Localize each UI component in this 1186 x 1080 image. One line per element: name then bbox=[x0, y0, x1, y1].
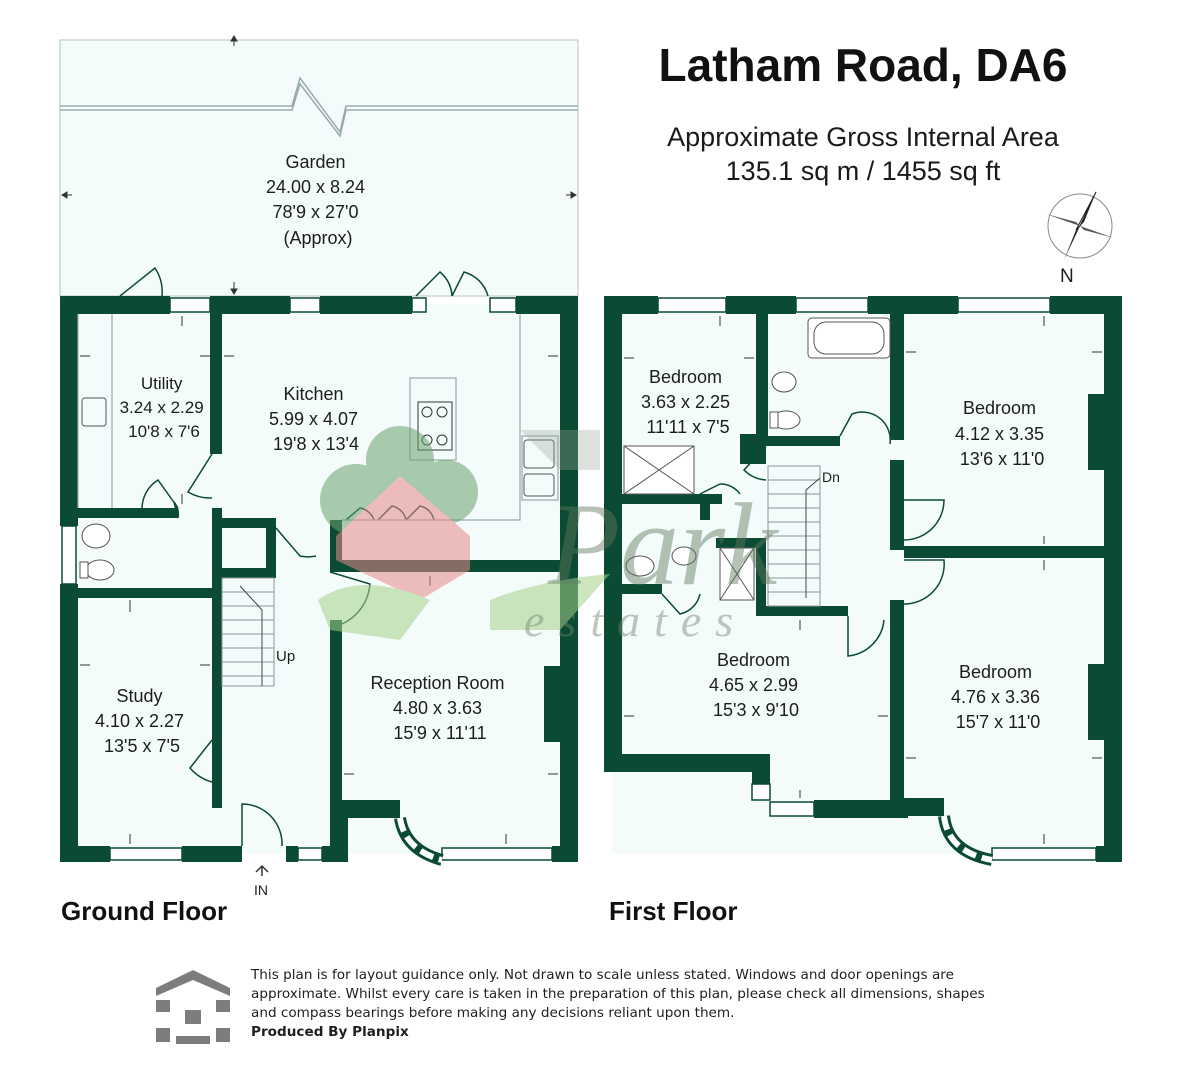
svg-text:Bedroom 4.65 x 2.99 15: Bedroom 4.65 x 2.99 15'3 x 9'10 bbox=[709, 650, 803, 720]
svg-text:Bedroom 4.12 x 3.35 13: Bedroom 4.12 x 3.35 13'6 x 11'0 bbox=[955, 398, 1049, 469]
bedroom-rear-right-name: Bedroom bbox=[963, 398, 1036, 418]
bedroom-front-left-metric: 4.65 x 2.99 bbox=[709, 675, 798, 695]
watermark-word-2: estates bbox=[524, 595, 747, 646]
bedroom-small-imperial: 11'11 x 7'5 bbox=[646, 417, 729, 437]
ground-floor-label: Ground Floor bbox=[61, 896, 228, 926]
bedroom-rear-right-imperial: 13'6 x 11'0 bbox=[960, 449, 1045, 469]
stairs-down-label: Dn bbox=[822, 469, 840, 485]
planpix-logo-icon bbox=[156, 970, 230, 1044]
svg-text:Bedroom 4.76 x 3.36 15: Bedroom 4.76 x 3.36 15'7 x 11'0 bbox=[951, 662, 1045, 732]
sink-icon bbox=[81, 397, 555, 497]
bedroom-front-right-metric: 4.76 x 3.36 bbox=[951, 687, 1040, 707]
bedroom-front-left-name: Bedroom bbox=[717, 650, 790, 670]
bedroom-small-metric: 3.63 x 2.25 bbox=[641, 392, 730, 412]
ground-floor-plan bbox=[60, 266, 578, 876]
bedroom-front-left-imperial: 15'3 x 9'10 bbox=[713, 700, 799, 720]
kitchen-metric: 5.99 x 4.07 bbox=[269, 409, 358, 429]
utility-name: Utility bbox=[141, 374, 183, 393]
bedroom-front-right-name: Bedroom bbox=[959, 662, 1032, 682]
bedroom-rear-right-metric: 4.12 x 3.35 bbox=[955, 424, 1044, 444]
entrance-label: IN bbox=[254, 882, 268, 898]
watermark-logo bbox=[318, 426, 610, 640]
study-imperial: 13'5 x 7'5 bbox=[104, 736, 180, 756]
area-label: Approximate Gross Internal Area bbox=[667, 122, 1059, 152]
disclaimer-text: This plan is for layout guidance only. N… bbox=[251, 967, 985, 1021]
study-name: Study bbox=[116, 686, 162, 706]
area-value: 135.1 sq m / 1455 sq ft bbox=[725, 156, 1001, 186]
garden-imperial: 78'9 x 27'0 bbox=[273, 202, 359, 222]
garden-note: (Approx) bbox=[283, 228, 352, 248]
toilet-icon bbox=[79, 523, 115, 581]
svg-text:Bedroom 3.63 x 2.25 11: Bedroom 3.63 x 2.25 11'11 x 7'5 bbox=[641, 367, 735, 437]
reception-name: Reception Room bbox=[370, 673, 504, 693]
garden-dimension-arrows bbox=[61, 35, 577, 295]
svg-text:Study 4.10 x 2.27 13'5: Study 4.10 x 2.27 13'5 x 7'5 bbox=[95, 686, 189, 756]
stairs-down bbox=[767, 465, 821, 607]
stairs-up-label: Up bbox=[276, 648, 295, 665]
gross-internal-area: Approximate Gross Internal Area 135.1 sq… bbox=[600, 120, 1126, 188]
svg-text:Reception Room 4.80 x 3.63: Reception Room 4.80 x 3.63 15'9 x 11'11 bbox=[370, 673, 509, 743]
reception-metric: 4.80 x 3.63 bbox=[393, 698, 482, 718]
svg-text:Garden 24.00 x 8.24 78: Garden 24.00 x 8.24 78'9 x 27'0 (Approx) bbox=[266, 152, 370, 248]
first-floor-label: First Floor bbox=[609, 896, 738, 926]
bath-icon bbox=[807, 317, 891, 359]
compass-north-label: N bbox=[1060, 266, 1074, 287]
svg-text:Utility 3.24 x 2.29 10: Utility 3.24 x 2.29 10'8 x 7'6 bbox=[120, 374, 209, 441]
watermark-word-1: Park bbox=[547, 479, 780, 610]
garden-area bbox=[59, 35, 579, 297]
disclaimer: This plan is for layout guidance only. N… bbox=[251, 966, 1011, 1042]
kitchen-name: Kitchen bbox=[283, 384, 343, 404]
compass-icon bbox=[1046, 191, 1114, 260]
garden-metric: 24.00 x 8.24 bbox=[266, 177, 365, 197]
study-metric: 4.10 x 2.27 bbox=[95, 711, 184, 731]
bedroom-small-name: Bedroom bbox=[649, 367, 722, 387]
entrance-arrow bbox=[255, 864, 269, 876]
svg-text:Kitchen 5.99 x 4.07 19: Kitchen 5.99 x 4.07 19'8 x 13'4 bbox=[269, 384, 363, 454]
reception-imperial: 15'9 x 11'11 bbox=[393, 723, 486, 743]
utility-metric: 3.24 x 2.29 bbox=[120, 398, 204, 417]
garden-name: Garden bbox=[285, 152, 345, 172]
bedroom-front-right-imperial: 15'7 x 11'0 bbox=[956, 712, 1041, 732]
produced-by: Produced By Planpix bbox=[251, 1024, 409, 1040]
stairs-up bbox=[221, 577, 275, 687]
first-floor-plan bbox=[604, 296, 1122, 866]
kitchen-imperial: 19'8 x 13'4 bbox=[273, 434, 359, 454]
utility-imperial: 10'8 x 7'6 bbox=[128, 422, 200, 441]
page-title: Latham Road, DA6 bbox=[658, 39, 1068, 91]
